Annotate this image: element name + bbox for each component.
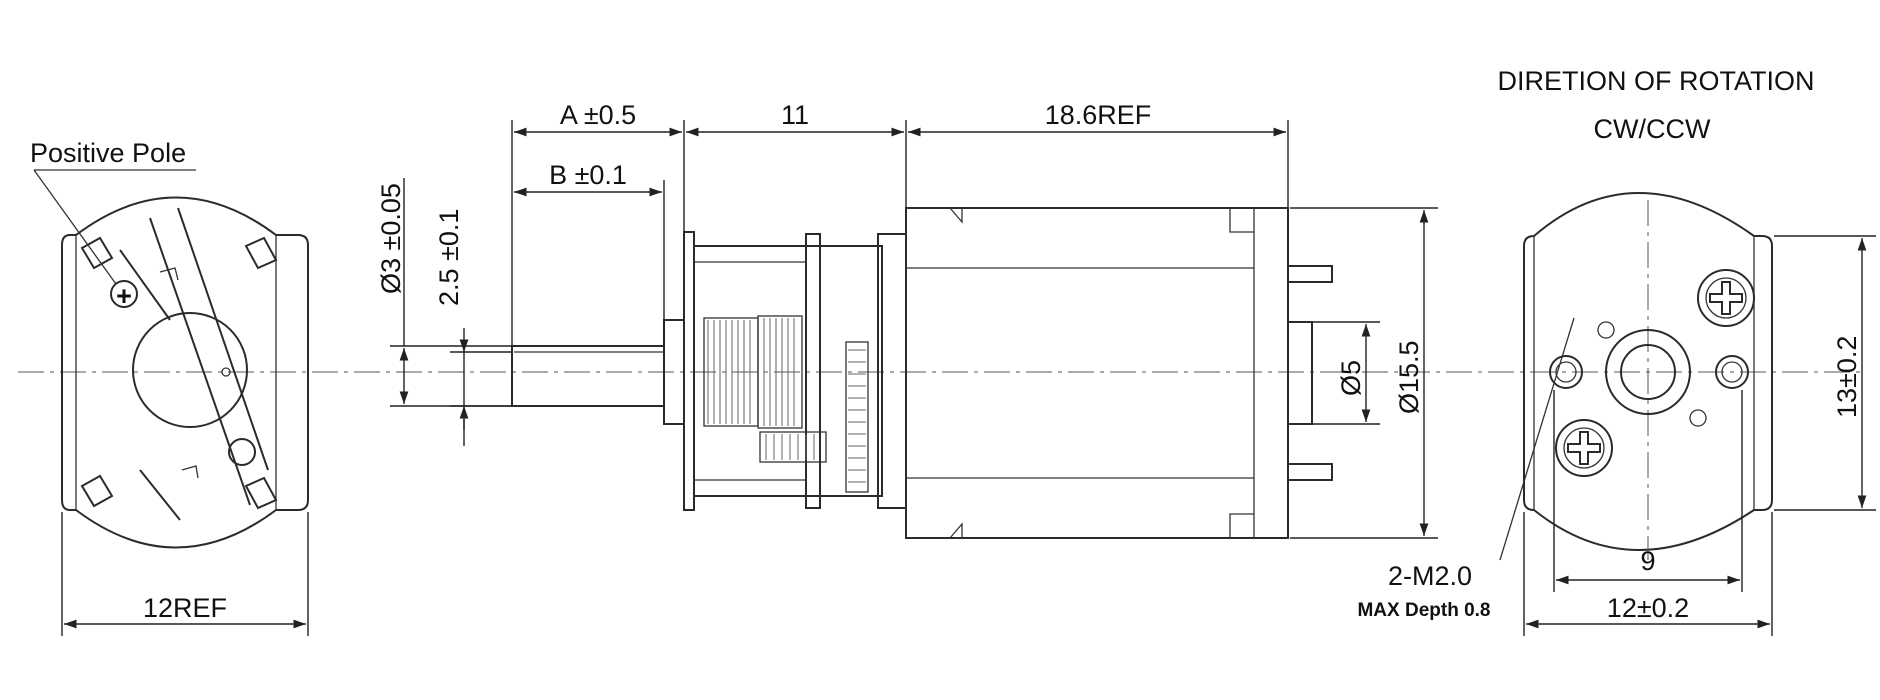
- mount-hole-right-inner: [1721, 361, 1743, 383]
- dim186-label: 18.6REF: [1045, 100, 1152, 130]
- motor-body: [905, 207, 1289, 539]
- depth-label: MAX Depth 0.8: [1357, 600, 1490, 621]
- plus-sign: +: [116, 281, 132, 311]
- mount-hole-left: [1549, 355, 1583, 389]
- screw-bottom-left-icon: [1555, 419, 1613, 477]
- dimA-label: A ±0.5: [560, 100, 636, 130]
- diagonal-band-line-3: [139, 469, 181, 521]
- terminal-notch-top-right: [244, 236, 278, 270]
- motor-top-notch: [949, 207, 963, 224]
- right-end-view: DIRETION OF ROTATION CW/CCW 2-M2.0 MAX D: [1357, 66, 1876, 636]
- small-hole: [228, 438, 256, 466]
- mount-plate: [683, 231, 695, 511]
- motor-bottom-notch: [949, 522, 963, 539]
- mount-hole-left-inner: [1555, 361, 1577, 383]
- pin-hole-bottom: [1689, 409, 1707, 427]
- thread-leader: [1499, 317, 1575, 561]
- output-boss-inner: [1620, 344, 1676, 400]
- dimB-label: B ±0.1: [549, 160, 627, 190]
- right-end-view-outline: [1523, 192, 1773, 551]
- gear-stack: [703, 315, 869, 493]
- end-bearing-housing: [1287, 321, 1313, 425]
- output-shaft: [511, 345, 665, 407]
- gearbox-spacer-1: [805, 233, 821, 509]
- thread-label: 2-M2.0: [1388, 561, 1472, 591]
- positive-pole-label: Positive Pole: [30, 138, 186, 168]
- gear-3: [759, 431, 827, 463]
- dia5-label: Ø5: [1336, 360, 1366, 396]
- diagonal-band-line-2: [177, 207, 269, 471]
- diagonal-band-line-1: [149, 217, 251, 506]
- gearbox-front-flange: [663, 319, 685, 425]
- terminal-upper: [1287, 265, 1333, 283]
- dim9-label: 9: [1640, 546, 1655, 576]
- dia155-label: Ø15.5: [1394, 340, 1424, 414]
- terminal-lower: [1287, 463, 1333, 481]
- terminal-notch-bottom-right: [244, 476, 278, 510]
- end-cap-bottom-bracket: [1229, 513, 1254, 538]
- pin-hole-top: [1597, 321, 1615, 339]
- side-view: Ø3 ±0.05 2.5 ±0.1 A ±0.5 B ±0.1 11 18.6R…: [376, 100, 1438, 539]
- dim25-label: 2.5 ±0.1: [434, 209, 464, 306]
- bracket-top: [159, 267, 179, 281]
- gear-teeth-hatching: [707, 318, 866, 483]
- rotation-title: DIRETION OF ROTATION: [1498, 66, 1815, 96]
- screw-top-right-icon: [1697, 269, 1755, 327]
- terminal-notch-top-left: [80, 236, 114, 270]
- dim13-label: 13±0.2: [1832, 336, 1862, 418]
- width-left-label: 12REF: [143, 593, 227, 623]
- dim12-label: 12±0.2: [1607, 593, 1689, 623]
- gear-2: [757, 315, 803, 429]
- dim11-label: 11: [781, 100, 809, 130]
- terminal-notch-bottom-left: [80, 474, 114, 508]
- end-cap-top-bracket: [1229, 208, 1254, 233]
- shaft-center-dot: [221, 367, 231, 377]
- positive-pole-leader: [33, 169, 117, 285]
- positive-pole-marker: [110, 280, 138, 308]
- output-boss-outer: [1605, 329, 1691, 415]
- dia3-label: Ø3 ±0.05: [376, 183, 406, 294]
- shaft-boss: [132, 312, 248, 428]
- mount-hole-right: [1715, 355, 1749, 389]
- rotation-value: CW/CCW: [1594, 114, 1711, 144]
- gearbox-body: [693, 245, 883, 497]
- left-end-view: + Positive Pole 12REF: [30, 138, 309, 636]
- diagonal-band-line-4: [119, 249, 171, 321]
- gear-4: [845, 341, 869, 493]
- bracket-bottom: [181, 465, 199, 479]
